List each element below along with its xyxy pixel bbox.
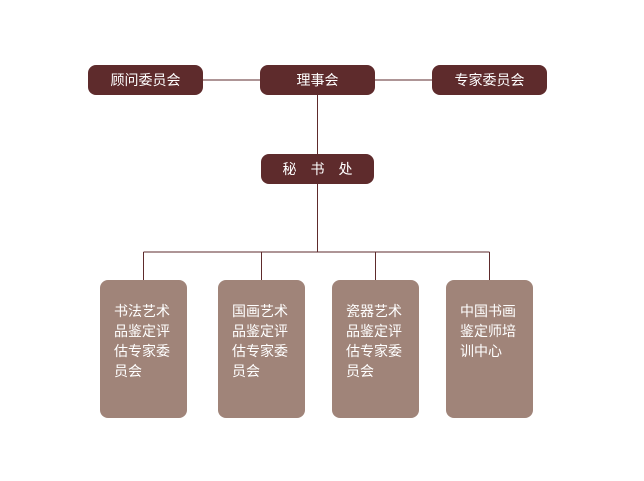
advisory-committee-box: 顾问委员会	[88, 65, 203, 95]
advisory-committee-label: 顾问委员会	[110, 73, 181, 89]
porcelain-committee-box: 瓷器艺术品鉴定评估专家委员会	[332, 280, 419, 418]
secretariat-label: 秘书处	[282, 162, 367, 178]
board-of-directors-label: 理事会	[296, 73, 339, 89]
calligraphy-committee-box: 书法艺术品鉴定评估专家委员会	[100, 280, 187, 418]
porcelain-committee-label: 瓷器艺术品鉴定评估专家委员会	[346, 304, 402, 380]
expert-committee-box: 专家委员会	[432, 65, 547, 95]
appraiser-training-center-label: 中国书画鉴定师培训中心	[460, 304, 516, 360]
calligraphy-committee-label: 书法艺术品鉴定评估专家委员会	[114, 304, 170, 380]
secretariat-box: 秘书处	[261, 154, 374, 184]
expert-committee-label: 专家委员会	[454, 73, 525, 89]
board-of-directors-box: 理事会	[260, 65, 375, 95]
painting-committee-box: 国画艺术品鉴定评估专家委员会	[218, 280, 305, 418]
appraiser-training-center-box: 中国书画鉴定师培训中心	[446, 280, 533, 418]
painting-committee-label: 国画艺术品鉴定评估专家委员会	[232, 304, 288, 380]
